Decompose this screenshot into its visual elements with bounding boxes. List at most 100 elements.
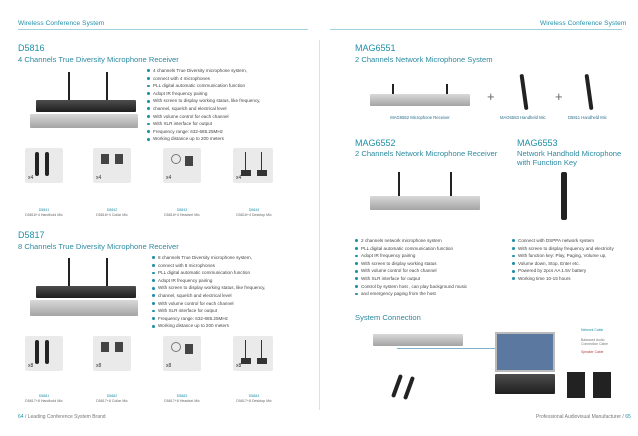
legend-audio-cable: Balanced Audio Connection Cable bbox=[581, 338, 608, 346]
mag6551-model: MAG6551 bbox=[355, 43, 396, 53]
host-image bbox=[495, 374, 555, 394]
thumb-desktop-image: x4 bbox=[233, 148, 273, 183]
thumb-caption: D5817+8 Collar Mic bbox=[96, 399, 128, 403]
mag6553-subtitle-line2: with Function Key bbox=[517, 158, 577, 167]
feature-item: and emergency paging from the host bbox=[355, 290, 505, 298]
feature-item: With XLR interface for output bbox=[152, 307, 312, 315]
feature-item: channel, squelch and electrical level bbox=[152, 292, 312, 300]
system-connection-diagram: Network Cable Balanced Audio Connection … bbox=[355, 326, 620, 410]
feature-item: With XLR interface for output bbox=[147, 120, 312, 128]
header-divider-right bbox=[330, 29, 622, 30]
footer-right-text: Professional Audiovisual Manufacturer / bbox=[536, 414, 624, 420]
feature-item: With volume control for each channel bbox=[355, 267, 505, 275]
feature-item: Powered by 2pcs AA 1.5V battery bbox=[512, 267, 624, 275]
feature-item: Frequency range: 632-685.25MHz bbox=[147, 128, 312, 136]
mag6553-feature-list: Connect with DSPPA network system With s… bbox=[512, 237, 624, 283]
handheld-mic-image bbox=[403, 376, 415, 400]
feature-item: 4 channels True Diversity microphone sys… bbox=[147, 67, 312, 75]
thumb-headset-image: x4 bbox=[163, 148, 201, 183]
thumb-caption: D5817+8 Handhold Mic bbox=[25, 399, 63, 403]
d5817-receiver-image bbox=[30, 258, 140, 318]
mag6553-model: MAG6553 bbox=[517, 138, 558, 148]
feature-item: PLL digital automatic communication func… bbox=[147, 82, 312, 90]
feature-item: Adopt IR frequency pairing bbox=[147, 90, 312, 98]
feature-item: With screen to display working status bbox=[355, 260, 505, 268]
page-number-right: 65 bbox=[625, 414, 631, 420]
feature-item: connect with 4 microphones bbox=[147, 75, 312, 83]
mag6552-model: MAG6552 bbox=[355, 138, 396, 148]
thumb-caption: D5816+4 Collar Mic bbox=[96, 213, 128, 217]
monitor-image bbox=[495, 332, 555, 372]
d5817-feature-list: 8 channels True Diversity microphone sys… bbox=[152, 254, 312, 330]
footer-right: Professional Audiovisual Manufacturer / … bbox=[536, 414, 631, 420]
header-right: Wireless Conference System bbox=[540, 20, 627, 27]
thumb-headset-image: x8 bbox=[163, 336, 201, 371]
feature-item: 2 channels network microphone system bbox=[355, 237, 505, 245]
thumb-handheld-image: x4 bbox=[25, 148, 63, 183]
thumb-caption: D5816+4 Desktop Mic bbox=[236, 213, 272, 217]
header-left: Wireless Conference System bbox=[18, 20, 105, 27]
system-connection-title: System Connection bbox=[355, 313, 421, 322]
speaker-image bbox=[593, 372, 611, 398]
mag6551-subtitle: 2 Channels Network Microphone System bbox=[355, 55, 493, 64]
speaker-image bbox=[567, 372, 585, 398]
feature-item: Adopt IR frequency pairing bbox=[355, 252, 505, 260]
feature-item: Volume down, Stop, Enter etc. bbox=[512, 260, 624, 268]
footer-left-text: / Leading Conference System Brand bbox=[24, 414, 106, 420]
plus-icon: + bbox=[487, 89, 495, 104]
legend-speaker-cable: Speaker Cable bbox=[581, 350, 604, 354]
thumb-desktop-image: x8 bbox=[233, 336, 273, 371]
thumb-model: D5883 bbox=[176, 394, 188, 398]
feature-item: Control by system host , can play backgr… bbox=[355, 283, 505, 291]
feature-item: Working distance up to 200 meters bbox=[152, 322, 312, 330]
mag6553-mic-image bbox=[561, 172, 567, 220]
thumb-caption: D5816+4 Headset Mic bbox=[164, 213, 200, 217]
feature-item: PLL digital automatic communication func… bbox=[355, 245, 505, 253]
thumb-model: D5884 bbox=[248, 394, 260, 398]
feature-item: Working time 10-15 hours bbox=[512, 275, 624, 283]
d5816-feature-list: 4 channels True Diversity microphone sys… bbox=[147, 67, 312, 143]
feature-item: With screen to display frequency and ele… bbox=[512, 245, 624, 253]
mag6552-subtitle: 2 Channels Network Microphone Receiver bbox=[355, 149, 498, 158]
thumb-model: D5882 bbox=[106, 394, 118, 398]
d5816-thumbnails: x4 x4 x4 x4 D5841 D5816+4 Handhold Mic D… bbox=[25, 148, 310, 218]
d5816-subtitle: 4 Channels True Diversity Microphone Rec… bbox=[18, 55, 179, 64]
feature-item: Working distance up to 200 meters bbox=[147, 135, 312, 143]
handheld-mic-image bbox=[391, 374, 403, 398]
feature-item: PLL digital automatic communication func… bbox=[152, 269, 312, 277]
d5817-model: D5817 bbox=[18, 230, 45, 240]
d5816-model: D5816 bbox=[18, 43, 45, 53]
feature-item: With XLR interface for output bbox=[355, 275, 505, 283]
mag6552-receiver-image bbox=[370, 84, 470, 110]
thumb-model: D5841 bbox=[38, 208, 50, 212]
mag6551-caption-handheld: MAG6553 Handheld Mic bbox=[500, 115, 546, 120]
thumb-caption: D5816+4 Handhold Mic bbox=[25, 213, 63, 217]
feature-item: connect with 8 microphones bbox=[152, 262, 312, 270]
feature-item: channel, squelch and electrical level bbox=[147, 105, 312, 113]
thumb-model: D5843 bbox=[176, 208, 188, 212]
feature-item: With function key: Play, Paging, Volume … bbox=[512, 252, 624, 260]
mag6552-feature-list: 2 channels network microphone system PLL… bbox=[355, 237, 505, 298]
feature-item: With screen to display working status, l… bbox=[147, 97, 312, 105]
feature-item: Connect with DSPPA network system bbox=[512, 237, 624, 245]
mag6553-subtitle-line1: Network Handhold Microphone bbox=[517, 149, 622, 158]
footer-left: 64 / Leading Conference System Brand bbox=[18, 414, 106, 420]
d5811-handheld-image bbox=[584, 73, 594, 111]
feature-item: With volume control for each channel bbox=[147, 113, 312, 121]
legend-network-cable: Network Cable bbox=[581, 328, 604, 332]
feature-item: Frequency range: 632-685.25MHz bbox=[152, 315, 312, 323]
thumb-collar-image: x4 bbox=[93, 148, 131, 183]
plus-icon: + bbox=[555, 89, 563, 104]
thumb-collar-image: x8 bbox=[93, 336, 131, 371]
mag6553-handheld-image bbox=[519, 73, 529, 111]
feature-item: With screen to display working status, l… bbox=[152, 284, 312, 292]
feature-item: Adopt IR frequency pairing bbox=[152, 277, 312, 285]
mag6551-caption-handheld2: D5811 Handheld Mic bbox=[568, 115, 607, 120]
thumb-caption: D5817+8 Desktop Mic bbox=[236, 399, 272, 403]
feature-item: 8 channels True Diversity microphone sys… bbox=[152, 254, 312, 262]
thumb-caption: D5817+8 Headset Mic bbox=[164, 399, 200, 403]
d5816-receiver-image bbox=[30, 72, 140, 132]
d5817-thumbnails: x8 x8 x8 x8 D5881 D5817+8 Handhold Mic D… bbox=[25, 336, 310, 408]
thumb-model: D5844 bbox=[248, 208, 260, 212]
d5817-subtitle: 8 Channels True Diversity Microphone Rec… bbox=[18, 242, 179, 251]
